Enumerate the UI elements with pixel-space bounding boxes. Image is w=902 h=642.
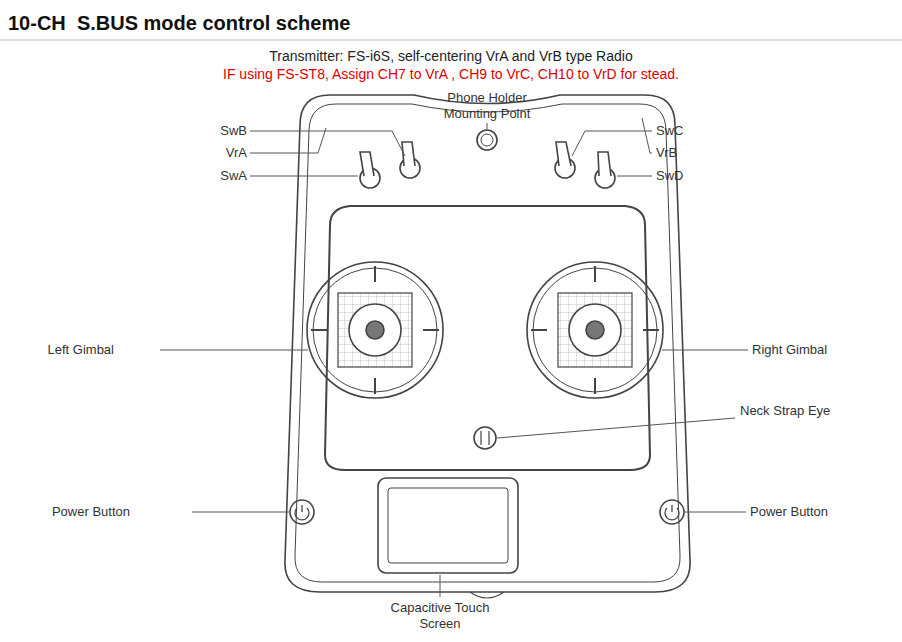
neck-strap-eye <box>474 427 496 449</box>
part-label: SwC <box>656 123 683 139</box>
part-label: Capacitive Touch Screen <box>380 600 500 632</box>
rule <box>0 40 902 41</box>
part-label: Neck Strap Eye <box>740 403 830 419</box>
part-label: Power Button <box>750 504 828 520</box>
part-label: Left Gimbal <box>48 342 114 358</box>
part-label: Phone Holder Mounting Point <box>432 90 542 122</box>
part-label: VrA <box>226 145 247 161</box>
part-label: VrB <box>656 145 677 161</box>
red-note: IF using FS-ST8, Assign CH7 to VrA , CH9… <box>0 66 902 82</box>
part-label: SwA <box>220 168 247 184</box>
screen <box>378 478 518 573</box>
part-label: Power Button <box>52 504 130 520</box>
part-label: SwB <box>220 123 247 139</box>
phone-holder <box>477 130 497 150</box>
part-label: Right Gimbal <box>752 342 827 358</box>
left-gimbal <box>307 262 443 398</box>
body-outline <box>285 95 690 592</box>
power-button <box>290 500 314 524</box>
power-button <box>660 500 684 524</box>
leader-lines <box>160 118 748 597</box>
part-label: SwD <box>656 168 683 184</box>
page-title: 10-CH S.BUS mode control scheme <box>8 12 350 35</box>
subtitle: Transmitter: FS-i6S, self-centering VrA … <box>0 48 902 64</box>
gimbal-panel <box>325 206 650 470</box>
right-gimbal <box>527 262 663 398</box>
